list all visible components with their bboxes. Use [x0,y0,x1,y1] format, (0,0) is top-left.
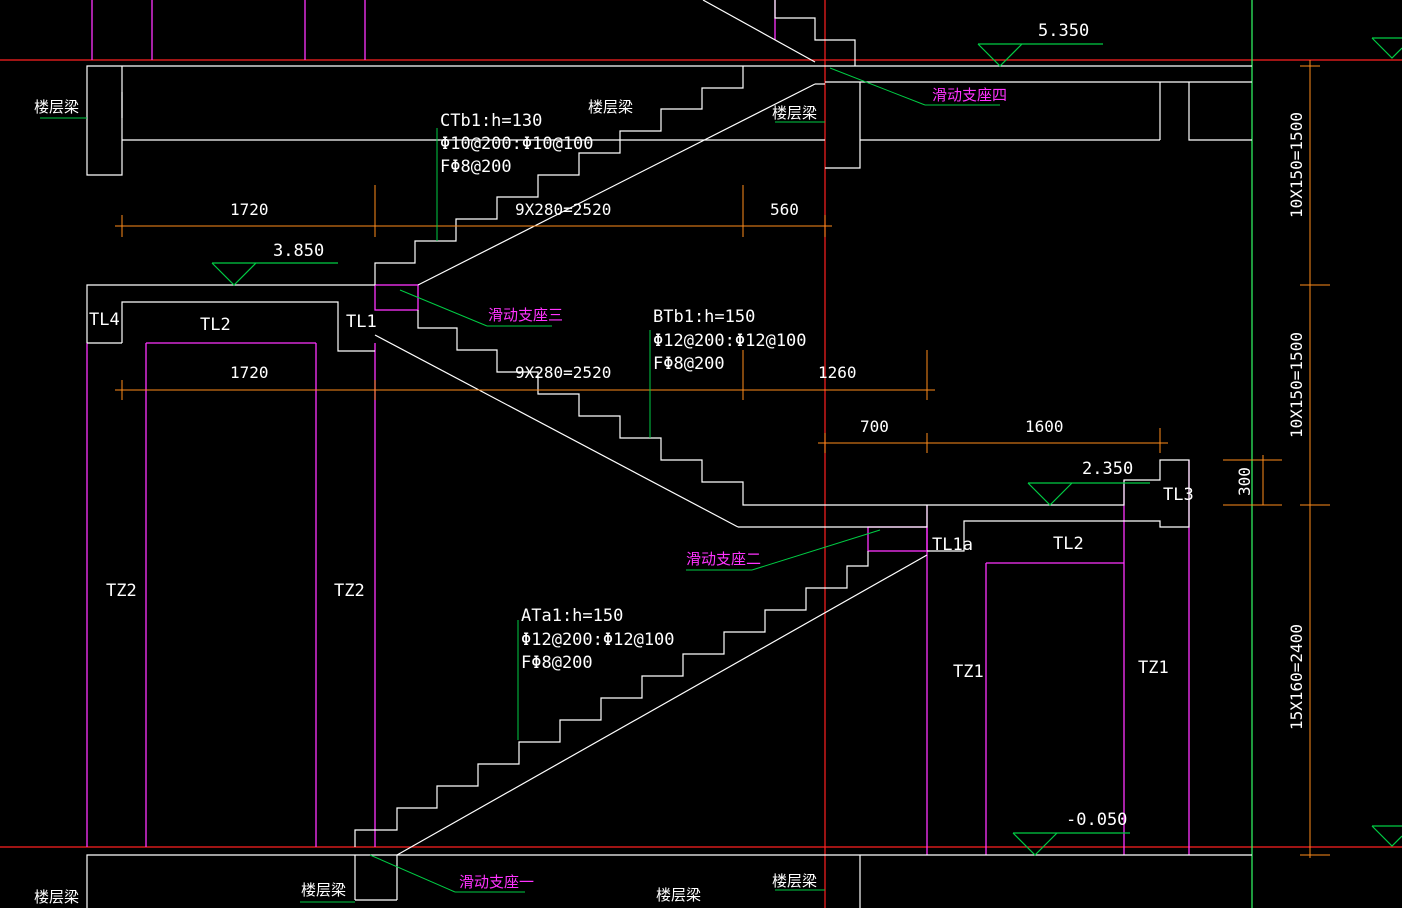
elevation-symbols [211,37,1402,856]
elevation-3850: 3.850 [273,241,324,261]
sliding-support-2: 滑动支座二 [686,550,761,568]
ata1-dist: FΦ8@200 [521,653,593,673]
label-tl1a: TL1a [932,535,973,555]
floor-beam-bottom-3: 楼层梁 [656,886,701,904]
member-labels: TL4 TL2 TL1 TL1a TL2 TL3 TZ2 TZ2 TZ1 TZ1 [89,310,1194,682]
dim-mid-1720: 1720 [230,363,269,382]
label-tl2-left: TL2 [200,315,231,335]
ctb1-dist: FΦ8@200 [440,157,512,177]
floor-beam-top-right: 楼层梁 [772,104,817,122]
sliding-support-3: 滑动支座三 [488,306,563,324]
dimension-labels: 1720 9X280=2520 560 1720 9X280=2520 1260… [230,112,1306,730]
label-tl1: TL1 [346,312,377,332]
ctb1-name: CTb1:h=130 [440,111,542,131]
floor-beam-labels: 楼层梁 楼层梁 楼层梁 楼层梁 楼层梁 楼层梁 楼层梁 [34,98,817,906]
label-tl3: TL3 [1163,485,1194,505]
floor-beam-top-left: 楼层梁 [34,98,79,116]
dim-top-steps: 9X280=2520 [515,200,611,219]
dimension-lines [115,60,1330,858]
column-lines [86,0,1190,855]
dim-top-560: 560 [770,200,799,219]
dim-right-lower: 15X160=2400 [1287,624,1306,730]
sliding-support-labels: 滑动支座四 滑动支座三 滑动支座二 滑动支座一 [459,86,1007,891]
slab-notes: CTb1:h=130 Φ10@200:Φ10@100 FΦ8@200 BTb1:… [440,111,807,673]
label-tz1-right: TZ1 [1138,658,1169,678]
sliding-support-4: 滑动支座四 [932,86,1007,104]
floor-beam-bottom-2: 楼层梁 [301,881,346,899]
elevation-2350: 2.350 [1082,459,1133,479]
ata1-rebar: Φ12@200:Φ12@100 [521,630,675,650]
label-tl2-right: TL2 [1053,534,1084,554]
dim-right-upper: 10X150=1500 [1287,112,1306,218]
dim-right-middle: 10X150=1500 [1287,332,1306,438]
floor-beam-top-mid: 楼层梁 [588,98,633,116]
floor-beam-bottom-4: 楼层梁 [772,872,817,890]
dim-top-1720: 1720 [230,200,269,219]
btb1-dist: FΦ8@200 [653,354,725,374]
dim-right-300: 300 [1235,467,1254,496]
elevation-labels: 5.350 3.850 2.350 -0.050 [273,21,1133,830]
dim-low-700: 700 [860,417,889,436]
structure-outline [86,0,1252,908]
label-tz1-left: TZ1 [953,662,984,682]
label-tl4: TL4 [89,310,120,330]
btb1-name: BTb1:h=150 [653,307,755,327]
dim-mid-steps: 9X280=2520 [515,363,611,382]
elevation-5350: 5.350 [1038,21,1089,41]
btb1-rebar: Φ12@200:Φ12@100 [653,331,807,351]
label-tz2-right: TZ2 [334,581,365,601]
ctb1-rebar: Φ10@200:Φ10@100 [440,134,594,154]
dim-mid-1260: 1260 [818,363,857,382]
label-tz2-left: TZ2 [106,581,137,601]
leader-lines [40,67,1000,903]
ata1-name: ATa1:h=150 [521,606,623,626]
floor-beam-bottom-left: 楼层梁 [34,888,79,906]
dim-low-1600: 1600 [1025,417,1064,436]
elevation-minus-0050: -0.050 [1066,810,1127,830]
sliding-support-1: 滑动支座一 [459,873,534,891]
